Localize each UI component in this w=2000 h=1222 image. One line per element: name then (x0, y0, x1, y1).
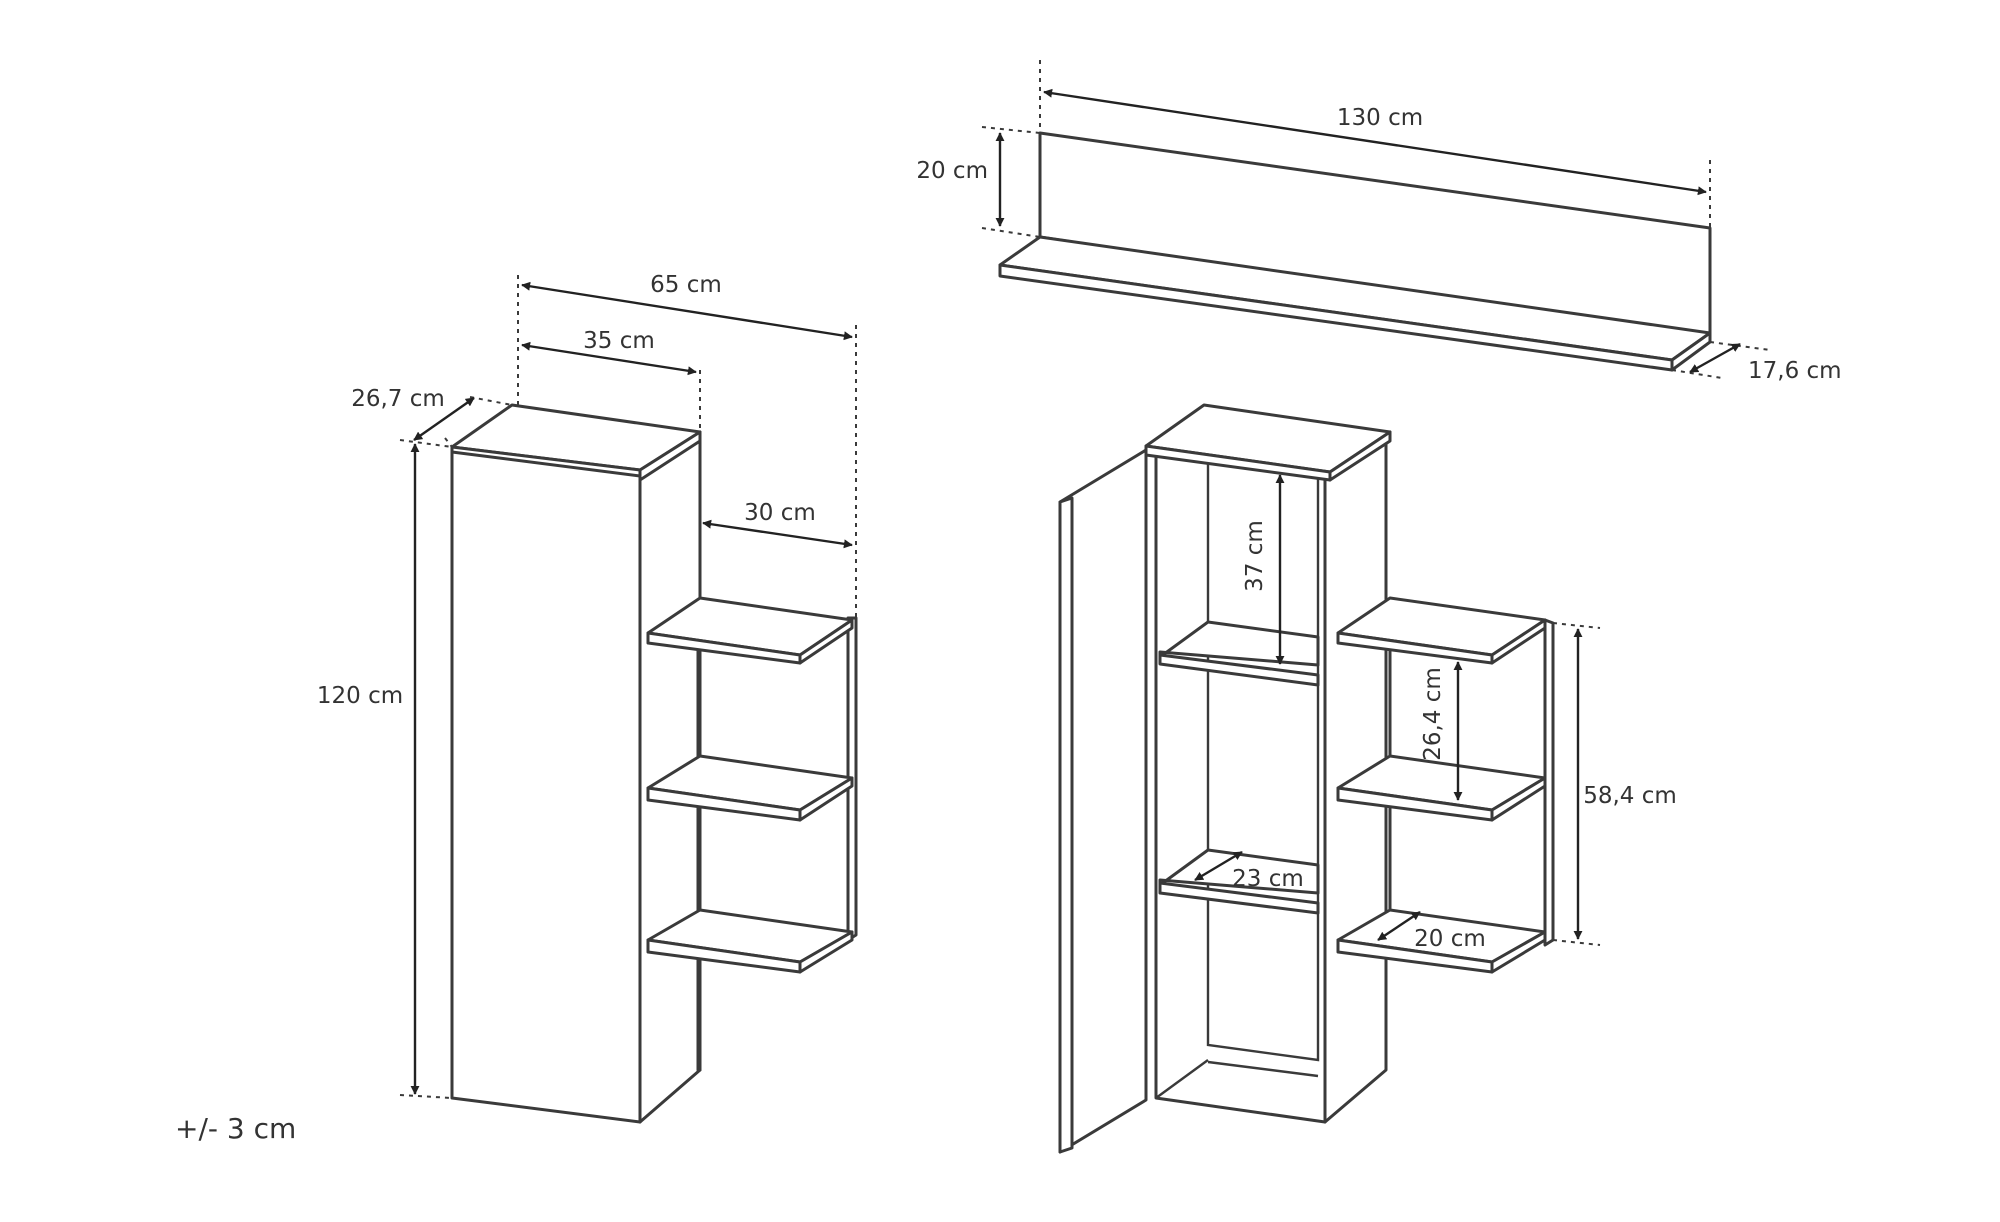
right-inner-shelf-1-front (1158, 653, 1320, 687)
label-side-shelves-height: 58,4 cm (1583, 783, 1677, 809)
label-unit-height: 120 cm (317, 683, 403, 709)
right-cabinet-door-edge (1058, 496, 1074, 1154)
label-cabinet-width: 35 cm (583, 328, 655, 354)
dimension-lines (399, 60, 1771, 1099)
left-side-shelf-2-end (798, 776, 854, 822)
wall-shelf (998, 131, 1712, 372)
right-rack-end-panel (1543, 618, 1555, 947)
tolerance-note: +/- 3 cm (175, 1112, 296, 1145)
right-inner-shelf-2-front (1158, 881, 1320, 915)
left-cabinet-door (450, 450, 642, 1124)
left-side-shelf-3-end (798, 930, 854, 974)
label-wall-shelf-depth: 17,6 cm (1748, 358, 1842, 384)
right-cabinet-top-edge-side (1328, 430, 1392, 482)
label-compartment-height: 37 cm (1242, 520, 1268, 592)
left-side-shelf-1-end (798, 618, 854, 665)
right-cabinet-interior (1154, 448, 1327, 1124)
label-side-shelf-width: 30 cm (744, 500, 816, 526)
label-wall-shelf-width: 130 cm (1337, 105, 1423, 131)
left-rack-inner-panel (696, 638, 702, 1072)
label-side-shelf-spacing: 26,4 cm (1420, 667, 1446, 761)
left-unit (450, 403, 858, 1124)
label-inner-shelf-depth: 23 cm (1232, 866, 1304, 892)
right-unit (1058, 403, 1555, 1154)
label-wall-shelf-height: 20 cm (916, 158, 988, 184)
label-cabinet-depth: 26,7 cm (351, 386, 445, 412)
label-unit-total-width: 65 cm (650, 272, 722, 298)
label-side-shelf-depth: 20 cm (1414, 926, 1486, 952)
